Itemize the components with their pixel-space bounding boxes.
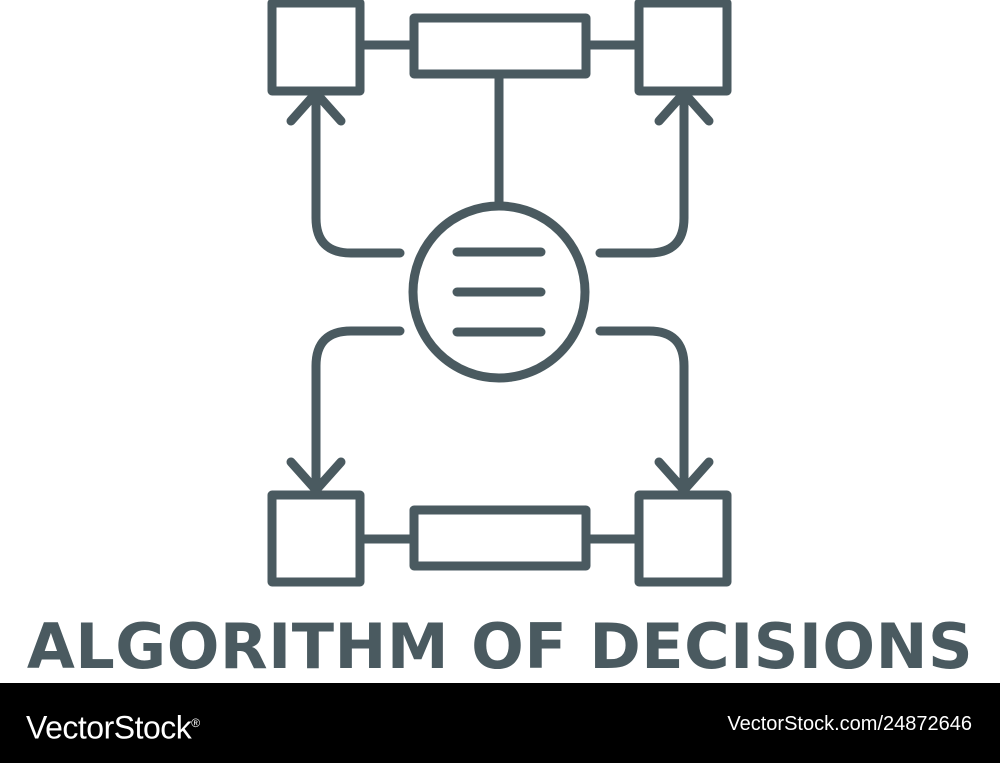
arrow-up-left [311,88,405,258]
arrowhead-up-left [286,88,346,126]
brand-trademark: ® [191,716,200,730]
icon-caption: ALGORITHM OF DECISIONS [26,610,974,683]
algorithm-of-decisions-icon [267,0,732,587]
decision-node [408,201,590,383]
top-right-box [634,0,732,96]
watermark-footer: VectorStock® VectorStock.com/24872646 [0,683,1000,763]
brand-name: VectorStock [26,709,192,746]
bottom-process-bar [409,505,591,571]
arrowhead-down-right [654,457,714,495]
top-left-box [267,0,365,96]
arrowhead-down-left [286,457,346,495]
arrowhead-up-right [654,88,714,126]
arrow-down-right [595,326,689,495]
bottom-right-box [634,490,732,587]
brand-logo: VectorStock® [26,703,200,748]
arrow-down-left [311,326,405,495]
image-id: VectorStock.com/24872646 [727,713,972,735]
arrow-up-right [595,88,689,258]
top-process-bar [409,13,591,79]
bottom-left-box [267,490,365,587]
